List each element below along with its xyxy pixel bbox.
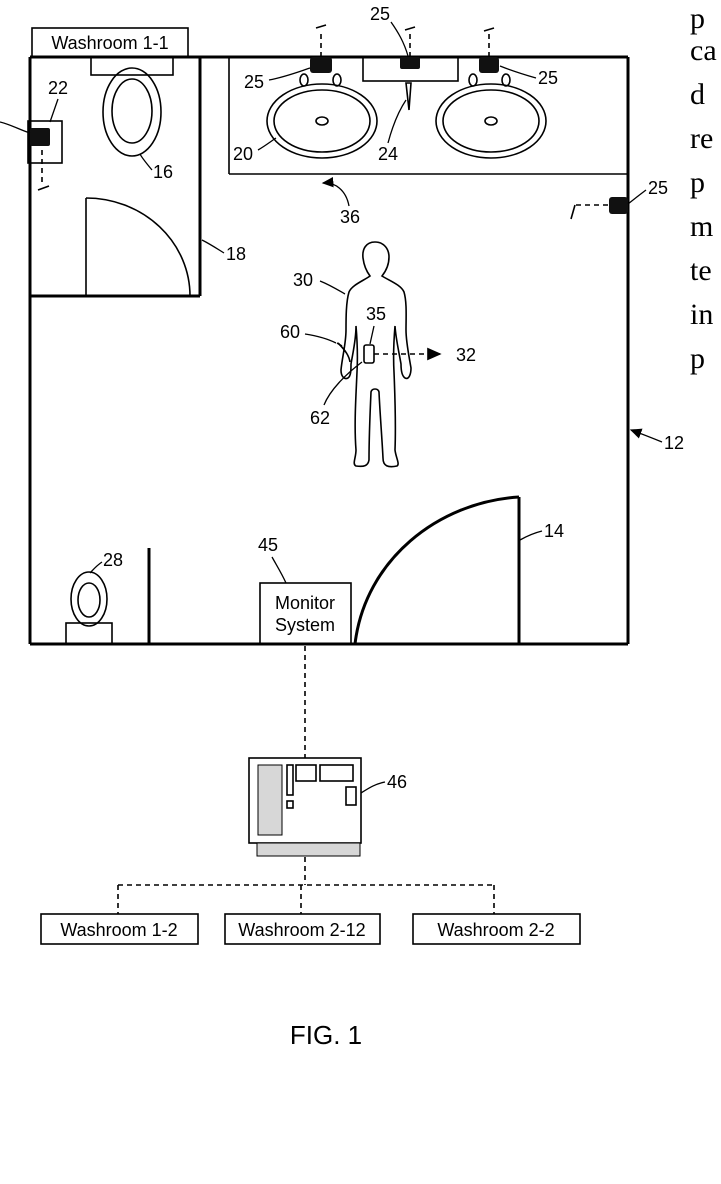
monitor-system-label-line2: System — [275, 615, 335, 635]
monitor-system-label-line1: Monitor — [275, 593, 335, 613]
washroom-1-1-label: Washroom 1-1 — [51, 33, 168, 53]
monitor-system: Monitor System — [260, 583, 351, 644]
ref-25-wall: 25 — [648, 178, 668, 198]
left-sink-sensor-icon — [310, 57, 332, 73]
wall-sensor — [571, 197, 628, 219]
right-sink — [436, 84, 546, 158]
ref-24: 24 — [378, 144, 398, 164]
network-tree — [118, 857, 494, 914]
ref-22: 22 — [48, 78, 68, 98]
side-text-line-4: re — [690, 122, 713, 155]
side-text-line-6: m — [690, 210, 713, 243]
side-text-line-9: p — [690, 342, 705, 375]
left-sink — [267, 84, 377, 158]
ref-60: 60 — [280, 322, 300, 342]
side-text-line-1: p — [690, 2, 705, 35]
ref-32: 32 — [456, 345, 476, 365]
washroom-1-2-label: Washroom 1-2 — [60, 920, 177, 940]
ref-62: 62 — [310, 408, 330, 428]
ref-25-right: 25 — [538, 68, 558, 88]
dispenser-sensor-icon — [400, 57, 420, 69]
wearable-device — [364, 345, 374, 363]
ref-14: 14 — [544, 521, 564, 541]
washroom-2-2-box: Washroom 2-2 — [413, 914, 580, 944]
washroom-1-2-box: Washroom 1-2 — [41, 914, 198, 944]
ref-16: 16 — [153, 162, 173, 182]
urinal-bowl — [71, 572, 107, 626]
stall-sensor-icon — [30, 128, 50, 146]
side-text-fragments: p ca d re p m te in p — [690, 2, 717, 375]
ref-20: 20 — [233, 144, 253, 164]
ref-46: 46 — [387, 772, 407, 792]
ref-36: 36 — [340, 207, 360, 227]
washroom-2-12-label: Washroom 2-12 — [238, 920, 365, 940]
side-text-line-2: ca — [690, 34, 717, 67]
ref-28: 28 — [103, 550, 123, 570]
ref-25-left: 25 — [244, 72, 264, 92]
right-sink-sensor-icon — [479, 57, 499, 73]
washroom-2-12-box: Washroom 2-12 — [225, 914, 380, 944]
side-text-line-3: d — [690, 78, 705, 111]
ref-30: 30 — [293, 270, 313, 290]
ref-35: 35 — [366, 304, 386, 324]
ref-12: 12 — [664, 433, 684, 453]
ref-45: 45 — [258, 535, 278, 555]
side-text-line-7: te — [690, 254, 712, 287]
reference-numerals: 22 16 18 25 25 25 25 20 24 36 30 35 60 3… — [48, 4, 684, 793]
vanity-counter — [229, 25, 628, 174]
server-computer — [249, 758, 361, 856]
washroom-1-1-label-box: Washroom 1-1 — [32, 28, 188, 57]
ref-25-top: 25 — [370, 4, 390, 24]
person-figure — [337, 242, 440, 467]
figure-caption: FIG. 1 — [290, 1020, 362, 1050]
wall-sensor-icon — [609, 197, 628, 214]
main-door — [355, 497, 519, 644]
washroom-2-2-label: Washroom 2-2 — [437, 920, 554, 940]
side-text-line-5: p — [690, 166, 705, 199]
ref-18: 18 — [226, 244, 246, 264]
side-text-line-8: in — [690, 298, 713, 331]
